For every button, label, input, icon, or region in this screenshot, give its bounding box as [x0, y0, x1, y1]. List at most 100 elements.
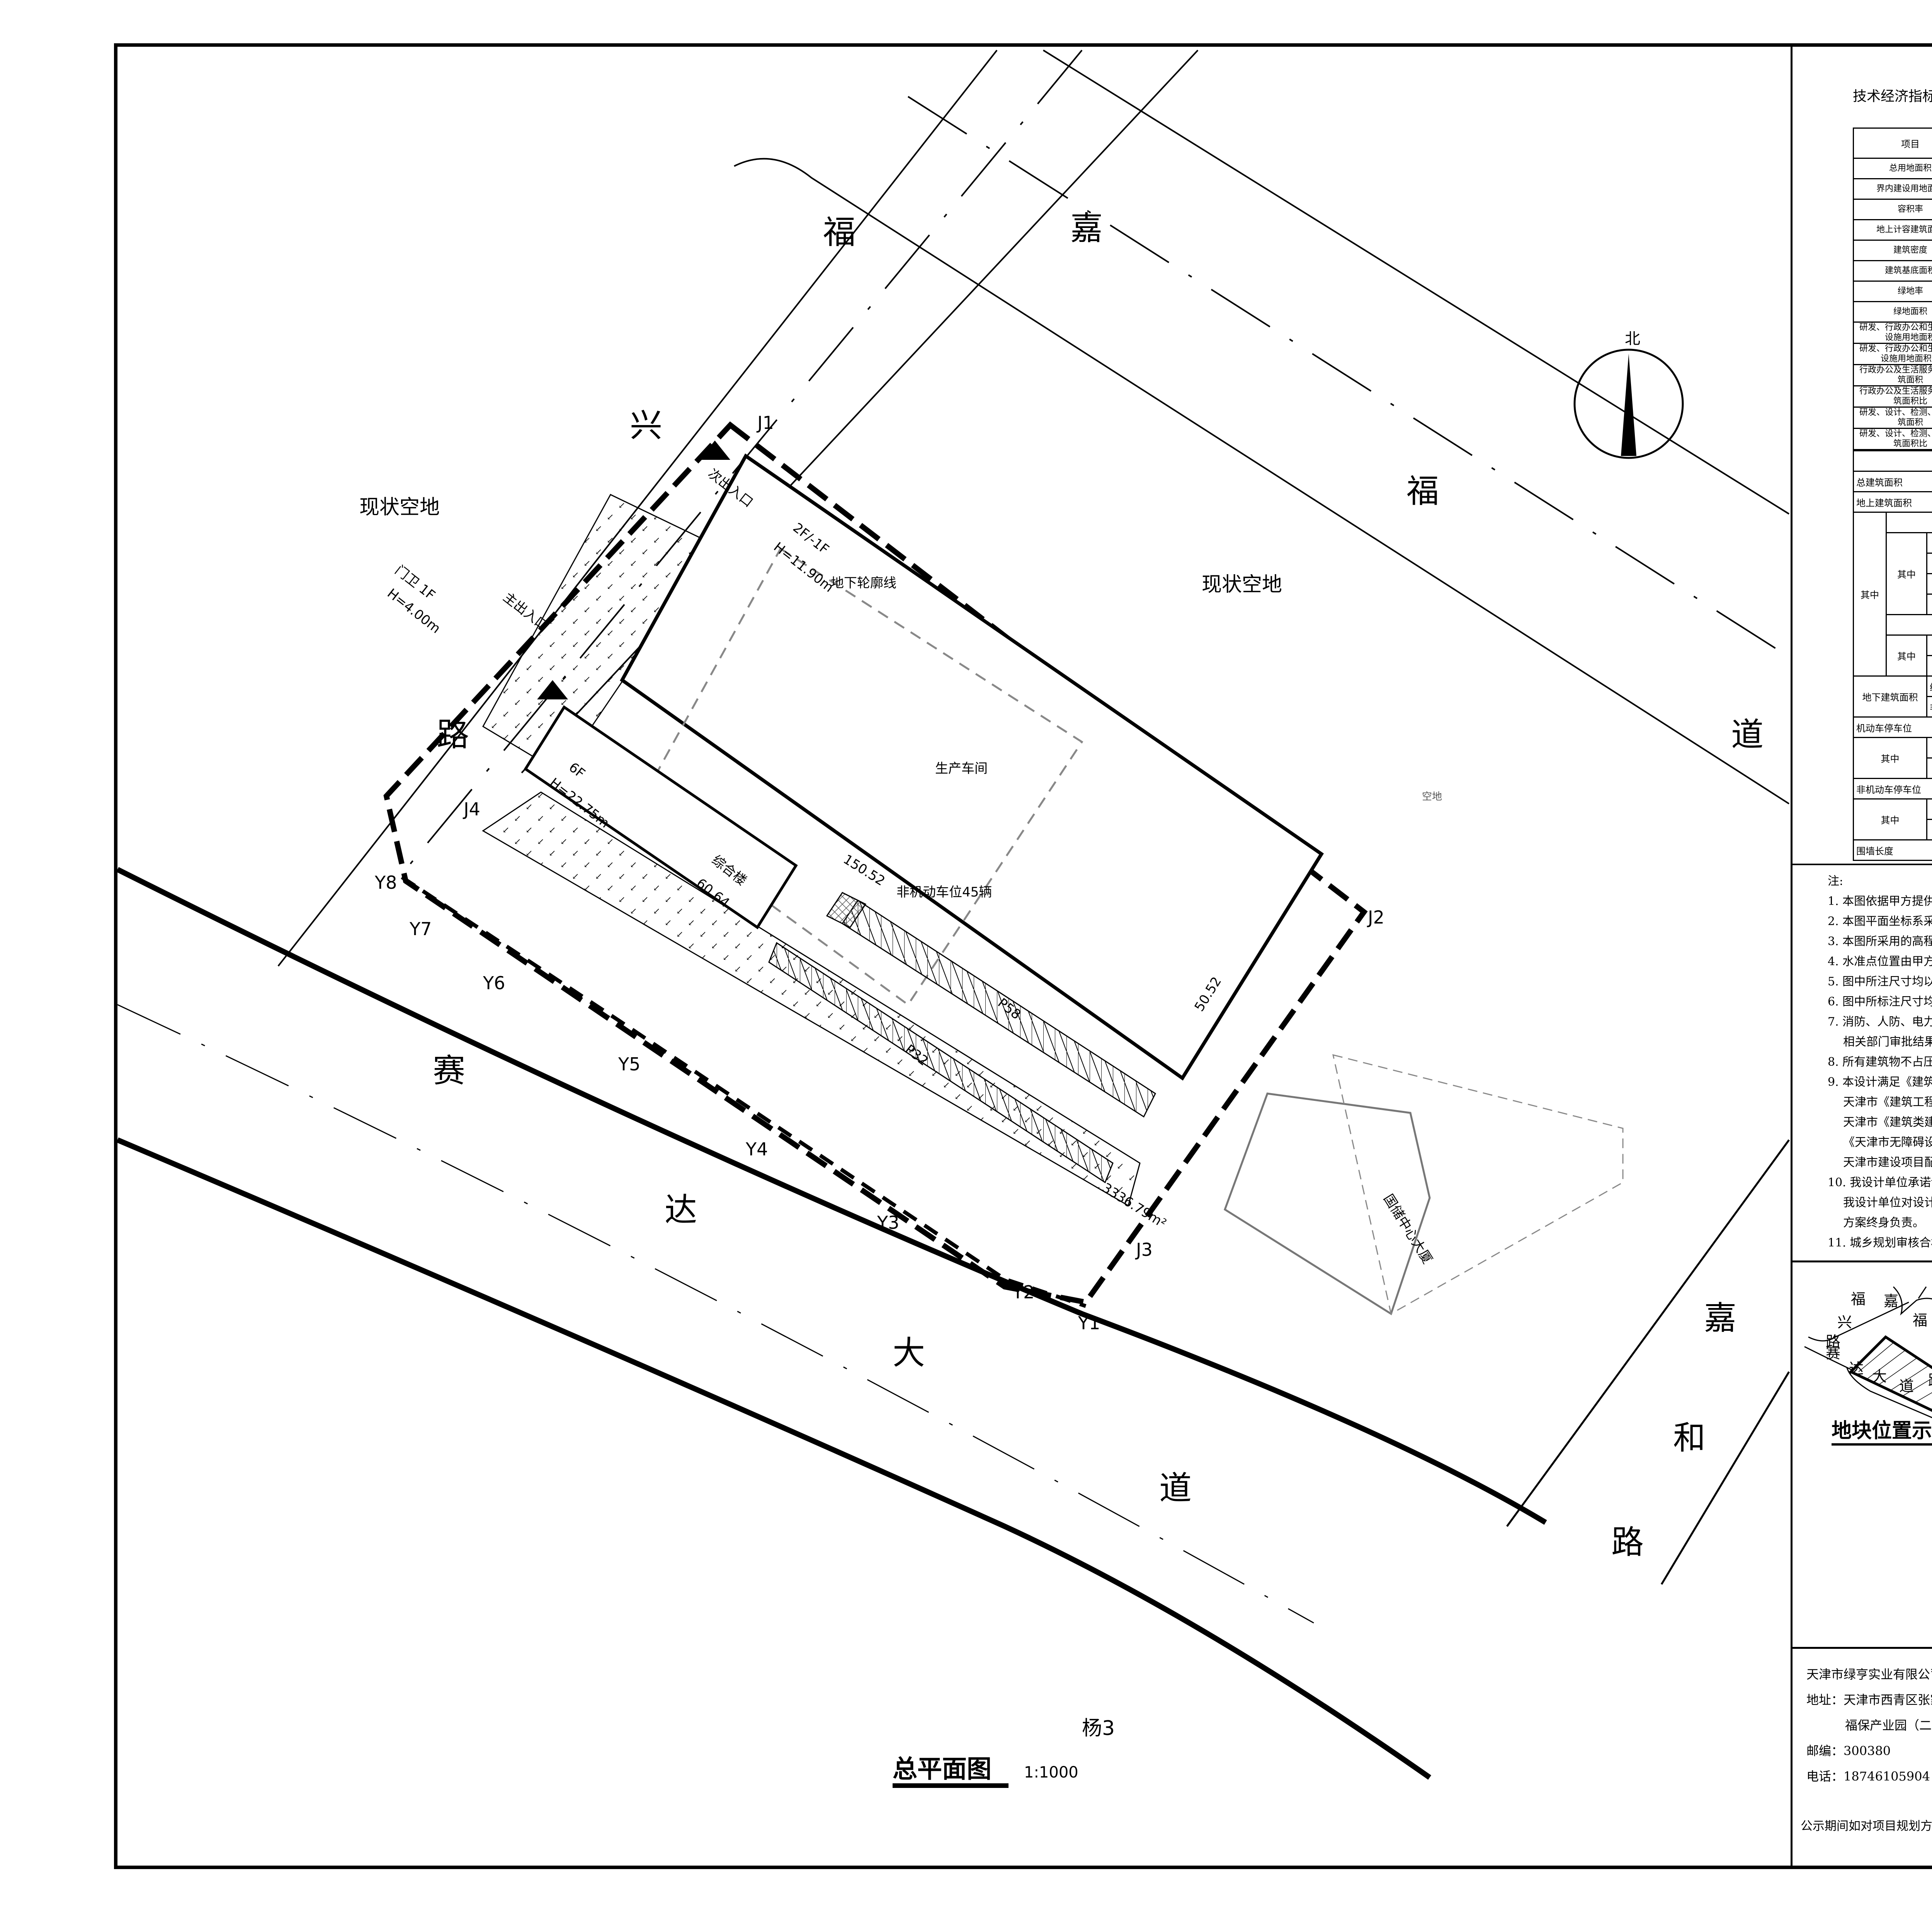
- table-row: 建筑基底面积m²≤ 8665.35≤ 0≤ 8665.35≤ 0: [1853, 260, 1932, 282]
- svg-text:非机动车位45辆: 非机动车位45辆: [896, 885, 992, 900]
- svg-text:和: 和: [1673, 1419, 1706, 1457]
- svg-text:达: 达: [665, 1191, 697, 1229]
- plan-title: 总平面图 1:1000: [893, 1755, 1078, 1788]
- road-jiafu: [734, 49, 1790, 805]
- underground-outline: [636, 547, 1083, 1006]
- table-row: 其中工业用地建筑面积0: [1854, 634, 1932, 677]
- svg-text:嘉: 嘉: [1704, 1299, 1736, 1337]
- table-row: 其中地上机动车停车位辆≥90: [1853, 737, 1932, 779]
- table-row: 地下机动车停车位辆0: [1854, 757, 1932, 779]
- svg-text:Y7: Y7: [409, 919, 432, 939]
- neighbor-building: [1223, 1092, 1431, 1315]
- table-row: 兼容性质2建筑面积m²0: [1854, 594, 1932, 615]
- svg-text:生产车间: 生产车间: [935, 761, 988, 776]
- svg-text:1:1000: 1:1000: [1024, 1764, 1078, 1781]
- svg-text:福: 福: [1406, 472, 1439, 510]
- svg-text:Y6: Y6: [483, 973, 505, 993]
- table-row: 地上奖励兼容建筑面积m²0: [1854, 614, 1932, 636]
- svg-text:J3: J3: [1135, 1239, 1153, 1260]
- svg-text:兴: 兴: [1837, 1314, 1852, 1331]
- public-notice: 公示期间如对项目规划方案有意见或建议，可以书面实名方式反馈我局。逾期视为无意见。: [1801, 1819, 1932, 1833]
- svg-text:杨3: 杨3: [1082, 1717, 1115, 1740]
- svg-text:国储中心大厦: 国储中心大厦: [1380, 1192, 1435, 1267]
- svg-text:赛: 赛: [433, 1052, 465, 1090]
- table-row: 非机动车停车位辆≥45: [1852, 778, 1932, 799]
- table-row: 兼容性质1建筑面积m²0: [1854, 573, 1932, 595]
- table-row: 研发、设计、检测、中试建筑面积m²3092.40: [1853, 407, 1932, 429]
- svg-text:路: 路: [1928, 1372, 1932, 1389]
- table-row: 绿地面积m²3333.3403333.340: [1853, 301, 1932, 323]
- divider-plan-panel: [1791, 47, 1793, 1866]
- svg-text:J4: J4: [463, 799, 480, 820]
- drawing-frame: [114, 43, 1932, 1869]
- greenery-south: [482, 791, 1141, 1207]
- table-row: 界内建设用地面积m²16666.7016666.70: [1853, 178, 1932, 200]
- table-row: 建筑密度%≤ 51.99: [1853, 240, 1932, 261]
- road-jiahe: [1506, 1139, 1790, 1585]
- table-row: 容积率-≤ 1.29: [1853, 199, 1932, 220]
- divider-notes-map: [1793, 1260, 1932, 1262]
- svg-text:嘉: 嘉: [1070, 209, 1103, 247]
- indicators-title: 技术经济指标表（公建、工业类）: [1853, 88, 1932, 104]
- table-row: 性质2建筑面积0: [1854, 655, 1932, 677]
- table-row: 机动车停车位辆≥90: [1852, 716, 1932, 738]
- table-row: 其中地上计容建筑面积m²≤21516.88: [1853, 512, 1932, 677]
- table-row: 地下建筑面积经营性建筑面积m²0: [1853, 675, 1932, 718]
- svg-text:福: 福: [1851, 1291, 1866, 1308]
- workshop-building: [620, 453, 1324, 1081]
- office-building: [524, 705, 798, 929]
- svg-text:Y3: Y3: [877, 1212, 899, 1233]
- applicant-contact: 天津市绿亨实业有限公司 地址：天津市西青区张家窝镇高泰路96号 福保产业园（二区…: [1806, 1667, 1932, 1784]
- svg-text:嘉: 嘉: [1884, 1293, 1898, 1310]
- table-row: 行政办公及生活服务设施建筑面积m²3215.94: [1853, 364, 1932, 386]
- svg-text:大: 大: [893, 1334, 925, 1372]
- svg-text:J2: J2: [1367, 907, 1384, 928]
- road-saida: [117, 867, 1547, 1780]
- notes-panel: 注: 1. 本图依据甲方提供的核定用地图，现状图等相关资料绘制。 2. 本图平面…: [1828, 874, 1932, 1250]
- svg-text:现状空地: 现状空地: [359, 496, 440, 519]
- external-line: [401, 875, 1087, 1308]
- svg-text:福: 福: [1913, 1312, 1927, 1329]
- svg-text:现状空地: 现状空地: [1202, 573, 1282, 596]
- svg-text:总平面图: 总平面图: [893, 1755, 992, 1784]
- svg-text:Y5: Y5: [618, 1054, 640, 1075]
- table-row: 性质2建筑面积m²0: [1854, 553, 1932, 574]
- svg-text:道: 道: [1899, 1378, 1914, 1395]
- location-map: 福 兴 路 嘉 福 道 嘉 和 路 赛 达 大 道: [1804, 1286, 1932, 1419]
- parking-p32: [768, 942, 1114, 1184]
- svg-text:兴: 兴: [630, 407, 662, 444]
- secondary-entrance-icon: [699, 441, 730, 460]
- table-row: 地下非机动车停车位辆0: [1854, 819, 1932, 840]
- svg-text:路: 路: [437, 716, 469, 754]
- svg-text:福: 福: [823, 213, 855, 251]
- north-arrow-icon: [1573, 349, 1684, 459]
- table-row: 非经营性建筑面积m²≤548.23: [1854, 696, 1932, 718]
- divider-legend-contacts: [1793, 1647, 1932, 1649]
- table-row: 围墙长度m422.2: [1852, 839, 1932, 861]
- table-row: 研发、设计、检测、中试建筑面积比%14.37: [1853, 428, 1932, 450]
- bike-parking: [826, 892, 867, 928]
- indicators-table-2: 项目 单位 本次申报指标 总建筑面积m²≤22065.11 地上建筑面积m²≤2…: [1852, 450, 1932, 861]
- table-row: 研发、行政办公和生活服务设施用地面积m²1061.08: [1853, 321, 1932, 344]
- table-row: 地上建筑面积m²≤21516.88: [1852, 491, 1932, 513]
- svg-text:达: 达: [1849, 1360, 1864, 1377]
- table-row: 总建筑面积m²≤22065.11: [1852, 471, 1932, 492]
- svg-text:路: 路: [1826, 1333, 1840, 1350]
- table-row: 其中地上非机动车停车位辆≥45: [1853, 798, 1932, 840]
- svg-text:路: 路: [1611, 1523, 1644, 1561]
- svg-text:Y8: Y8: [374, 872, 397, 893]
- table-row: 其中工业用地建筑面积m²≤21516.88: [1854, 532, 1932, 615]
- table-row: 研发、行政办公和生活服务设施用地面积比%6.37: [1853, 343, 1932, 365]
- svg-text:北: 北: [1625, 330, 1640, 348]
- svg-text:道: 道: [1731, 716, 1764, 754]
- location-map-panel: 福 兴 路 嘉 福 道 嘉 和 路 赛 达 大 道 地块位置示意图: [1793, 1264, 1932, 1646]
- svg-text:Y1: Y1: [1078, 1313, 1100, 1334]
- svg-text:空地: 空地: [1422, 791, 1442, 803]
- table-row: 行政办公及生活服务设施建筑面积比%14.95: [1853, 385, 1932, 408]
- site-marker: [1849, 1335, 1932, 1412]
- svg-text:大: 大: [1872, 1368, 1887, 1385]
- divider-table-notes: [1793, 864, 1932, 865]
- svg-text:3336.79m²: 3336.79m²: [1099, 1180, 1169, 1232]
- svg-text:主出入口: 主出入口: [500, 590, 551, 634]
- location-map-title: 地块位置示意图: [1832, 1414, 1932, 1446]
